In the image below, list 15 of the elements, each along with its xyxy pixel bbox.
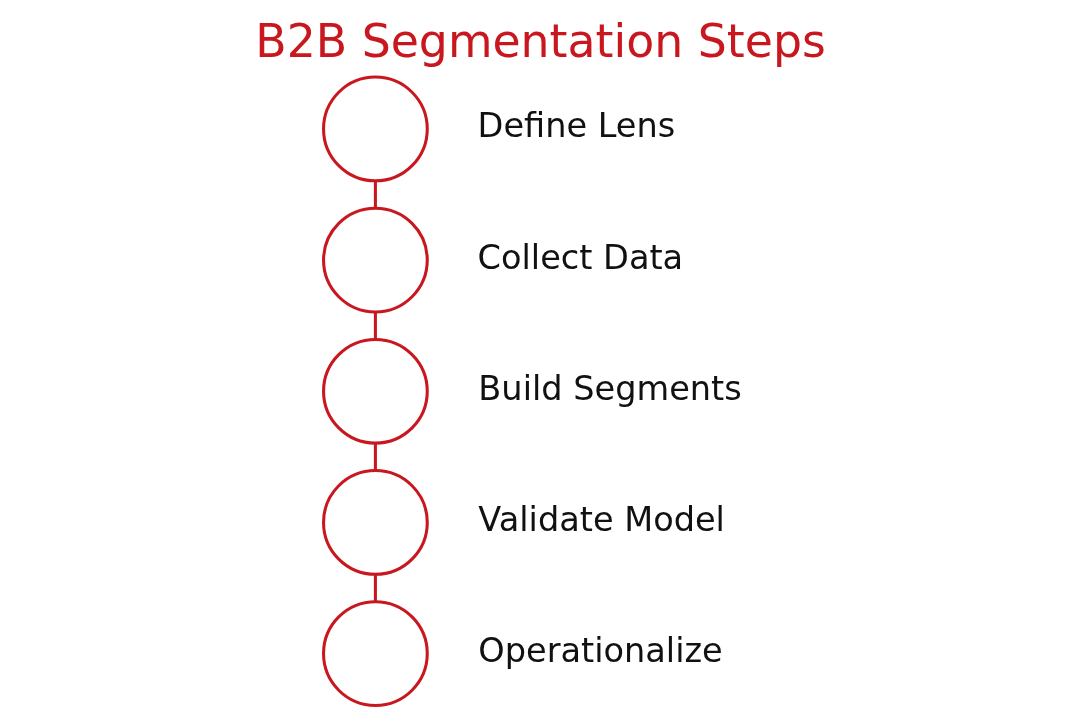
diagram-title: B2B Segmentation Steps [254, 15, 826, 69]
connector [373, 574, 377, 602]
node-circle [321, 337, 429, 445]
node-label: Validate Model [477, 499, 725, 539]
node-label: Build Segments [477, 368, 742, 408]
connector [373, 443, 377, 471]
node-label: Operationalize [477, 631, 723, 671]
node-label: Define Lens [477, 106, 675, 146]
connector [373, 181, 377, 208]
node-circle [321, 600, 429, 707]
node-circle [321, 75, 429, 183]
connector [373, 312, 377, 340]
node-label: Collect Data [477, 237, 683, 277]
node-circle [321, 469, 429, 576]
node-circle [321, 206, 429, 314]
